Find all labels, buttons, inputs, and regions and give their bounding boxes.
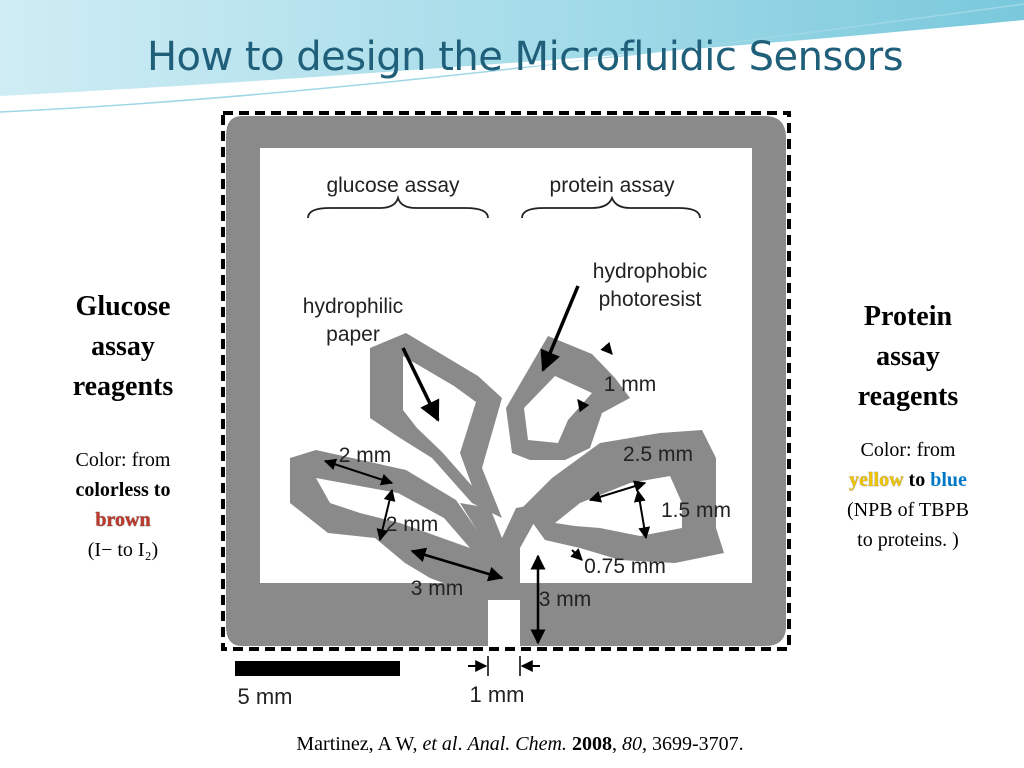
scale-bar: [235, 661, 400, 676]
swoosh-line-2: [59, 27, 1024, 99]
protein-channel-upper: [524, 376, 592, 443]
citation-year: 2008: [571, 733, 612, 755]
protein-assay-label: protein assay: [550, 174, 675, 197]
citation-volume: 80: [621, 733, 642, 755]
glucose-heading-line-1: Glucose: [75, 291, 171, 322]
citation: Martinez, A W, et al. Anal. Chem. 2008 , …: [296, 733, 744, 755]
dim-arrow-1mm-top-2: [577, 399, 590, 413]
hydrophilic-label-line-1: hydrophilic: [303, 295, 403, 318]
dim-2-5mm: 2.5 mm: [623, 443, 693, 466]
glucose-assay-label: glucose assay: [326, 174, 460, 197]
dim-arrow-2mm-a: [323, 458, 394, 486]
glucose-reaction: (I− to I₂): [87, 539, 159, 561]
glucose-reagents-panel: Glucose assay reagents Color: from color…: [48, 287, 198, 565]
swoosh-top: [0, 0, 1024, 96]
dim-3mm-a: 3 mm: [411, 577, 464, 600]
dim-2mm-b: 2 mm: [386, 513, 439, 536]
swoosh-line-1: [0, 3, 1024, 113]
dim-arrow-1mm-top: [600, 341, 613, 355]
scale-bar-label: 5 mm: [238, 684, 293, 709]
protein-note-line-2: to proteins. ): [857, 529, 959, 551]
protein-heading-line-2: assay: [876, 341, 940, 372]
protein-heading: Protein assay reagents: [820, 297, 996, 417]
slide-title: How to design the Microfluidic Sensors: [146, 34, 904, 80]
citation-authors: Martinez, A W,: [296, 733, 423, 755]
microfluidic-device-figure: glucose assay protein assay hydrophobic …: [221, 111, 791, 709]
glucose-assay-brace: [307, 194, 489, 219]
hydrophobic-label-line-1: hydrophobic: [593, 260, 707, 283]
protein-color-description: Color: from yellow to blue (NPB of TBPB …: [820, 435, 996, 555]
protein-assay-brace: [521, 195, 701, 219]
glucose-color-from: Color: from: [75, 449, 171, 471]
dim-arrow-3mm-a: [410, 547, 504, 582]
dim-3mm-b: 3 mm: [539, 588, 592, 611]
citation-etal: et al: [422, 733, 458, 755]
dim-1-5mm: 1.5 mm: [661, 499, 731, 522]
protein-color-yellow: yellow: [849, 469, 904, 491]
hydrophobic-label-line-2: photoresist: [599, 288, 702, 311]
protein-heading-line-1: Protein: [863, 301, 953, 332]
dim-1mm-top: 1 mm: [604, 373, 657, 396]
dim-0-75mm: 0.75 mm: [584, 555, 666, 578]
glucose-heading-line-3: reagents: [72, 371, 174, 402]
glucose-color-change-b: brown: [95, 509, 151, 531]
protein-heading-line-3: reagents: [857, 381, 959, 412]
protein-note-line-1: (NPB of TBPB: [847, 499, 969, 521]
dim-arrow-0-75mm: [570, 548, 583, 561]
citation-sep: .: [457, 733, 468, 755]
glucose-color-description: Color: from colorless to brown (I− to I₂…: [48, 445, 198, 565]
photoresist-frame: [226, 116, 786, 646]
protein-color-to: to: [908, 469, 926, 491]
hydrophilic-pointer-arrow: [401, 347, 440, 422]
glucose-heading-line-2: assay: [91, 331, 155, 362]
protein-channel-lower: [555, 476, 682, 536]
dim-1mm-bottom: 1 mm: [470, 682, 525, 707]
dim-arrow-2mm-b: [376, 488, 396, 542]
citation-pages: , 3699-3707.: [641, 733, 744, 755]
protein-color-from: Color: from: [860, 439, 956, 461]
dim-arrow-2-5mm: [588, 480, 647, 503]
glucose-heading: Glucose assay reagents: [48, 287, 198, 407]
device-boundary: [221, 111, 791, 651]
hydrophobic-pointer-arrow: [540, 285, 580, 372]
protein-color-blue: blue: [930, 469, 967, 491]
citation-journal: Anal. Chem.: [467, 733, 567, 755]
dim-2mm-a: 2 mm: [339, 444, 392, 467]
protein-reagents-panel: Protein assay reagents Color: from yello…: [820, 297, 996, 555]
dim-arrow-1-5mm: [633, 489, 651, 540]
hydrophilic-label-line-2: paper: [326, 323, 380, 346]
glucose-color-change-a: colorless to: [75, 479, 171, 501]
